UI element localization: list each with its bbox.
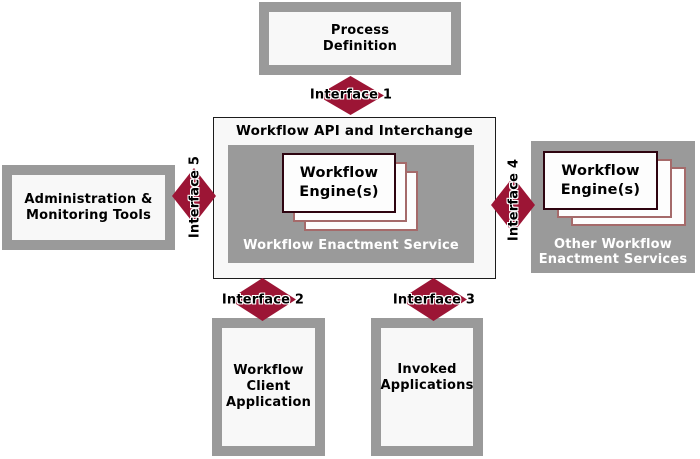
admin-monitoring-tools-box: Administration & Monitoring Tools (2, 165, 175, 250)
workflow-engine-label-line1: Workflow (299, 165, 379, 181)
invoked-applications-label-line1: Invoked (397, 362, 457, 377)
workflow-api-interchange-box: Workflow API and Interchange Workflow En… (213, 117, 496, 279)
invoked-applications-label-line2: Applications (380, 378, 474, 393)
interface-1-label: Interface 1 (309, 87, 393, 103)
other-workflow-engine-card: Workflow Engine(s) (543, 151, 658, 210)
process-definition-label-line1: Process (330, 22, 390, 38)
invoked-applications-box: Invoked Applications (371, 318, 483, 456)
other-enactment-label-line1: Other Workflow (554, 237, 672, 252)
other-enactment-services-panel: Workflow Engine(s) Other Workflow Enactm… (531, 141, 695, 273)
workflow-client-label-line2: Client (246, 379, 291, 394)
workflow-client-label-line3: Application (225, 395, 312, 410)
workflow-engine-label-line2: Engine(s) (299, 184, 379, 200)
workflow-enactment-service-panel: Workflow Engine(s) Workflow Enactment Se… (228, 145, 474, 263)
interface-5-label: Interface 5 (187, 155, 203, 239)
process-definition-label-line2: Definition (322, 38, 398, 54)
interface-4-label: Interface 4 (506, 158, 522, 242)
process-definition-box: Process Definition (259, 2, 461, 75)
workflow-client-application-box: Workflow Client Application (212, 318, 325, 456)
admin-monitoring-label-line2: Monitoring Tools (25, 207, 152, 223)
other-enactment-services-label: Other Workflow Enactment Services (531, 237, 695, 267)
workflow-enactment-service-label: Workflow Enactment Service (243, 238, 459, 253)
workflow-client-label-line1: Workflow (233, 363, 304, 378)
admin-monitoring-label-line1: Administration & (24, 191, 153, 207)
interface-2-label: Interface 2 (221, 292, 305, 308)
other-workflow-engine-label-line2: Engine(s) (560, 181, 641, 198)
other-workflow-engine-label-line1: Workflow (561, 162, 640, 179)
other-enactment-label-line2: Enactment Services (538, 252, 688, 267)
workflow-api-interchange-title: Workflow API and Interchange (235, 123, 474, 139)
workflow-engine-card: Workflow Engine(s) (282, 153, 396, 213)
interface-3-label: Interface 3 (392, 292, 476, 308)
